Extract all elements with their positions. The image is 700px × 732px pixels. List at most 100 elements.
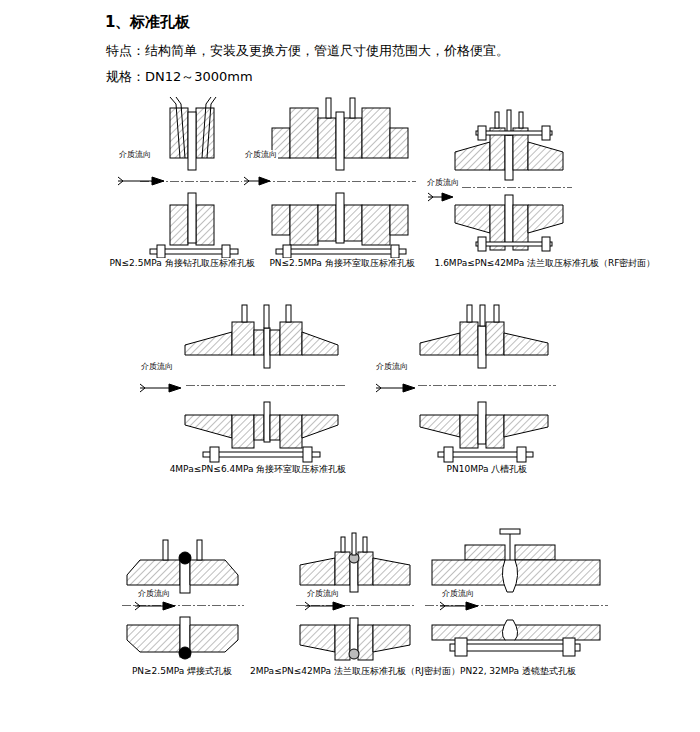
flange-tap-rj-orifice-drawing-part [373,558,410,585]
high-pressure-chamber-orifice-drawing-part [185,415,232,438]
eight-groove-orifice-drawing-part [467,305,472,322]
flange-tap-rj-orifice-drawing-part [335,552,350,585]
flange-tap-rj-orifice-drawing-part [352,533,356,555]
eight-groove-orifice-drawing-part [418,385,556,386]
flow-direction-label: 介质流向 [118,150,152,159]
lens-gasket-orifice-drawing-part [515,545,555,560]
high-pressure-chamber-orifice-drawing-part [232,322,254,355]
eight-groove-orifice-drawing-part [478,402,486,444]
high-pressure-chamber-orifice-drawing-part [232,415,254,448]
high-pressure-chamber-orifice-drawing [140,305,345,462]
lens-gasket-orifice-drawing-part [432,625,505,640]
flow-direction-label: 介质流向 [375,362,409,371]
flange-tap-rj-orifice-drawing-part [349,649,359,659]
flange-tap-rf-orifice-drawing-part [528,142,563,170]
figure-caption: PN≤2.5MPa 角接环室取压标准孔板 [268,258,415,268]
flange-tap-rf-orifice-drawing-part [476,131,552,135]
annular-chamber-orifice-drawing-part [318,118,336,158]
eight-groove-orifice-drawing-part [376,384,381,392]
annular-chamber-orifice-drawing-part [362,205,390,245]
flow-direction-label: 介质流向 [140,362,174,371]
flange-tap-rf-orifice-drawing-part [478,126,486,140]
flange-tap-rj-orifice-drawing-part [350,618,358,653]
flange-tap-rf-orifice-drawing-part [505,195,513,245]
high-pressure-chamber-orifice-drawing-part [169,384,181,392]
annular-chamber-orifice-drawing-part [276,249,406,254]
flange-tap-rj-orifice-drawing-part [358,552,373,585]
high-pressure-chamber-orifice-drawing-part [280,415,302,448]
corner-drilled-orifice-drawing-part [196,205,214,245]
high-pressure-chamber-orifice-drawing-part [242,305,247,322]
eight-groove-orifice-drawing-part [517,447,526,462]
annular-chamber-orifice-drawing-part [272,205,290,235]
annular-chamber-orifice-drawing-part [336,193,344,243]
lens-gasket-orifice-drawing-part [432,560,505,585]
flange-tap-rf-orifice-drawing-part [455,205,490,233]
high-pressure-chamber-orifice-drawing-part [264,402,270,442]
annular-chamber-orifice-drawing-part [259,177,270,185]
welded-orifice-drawing-part [163,602,175,610]
flange-tap-rj-orifice-drawing-part [305,602,310,610]
flange-tap-rj-orifice-drawing-part [373,625,410,652]
lens-gasket-orifice-drawing-part [515,560,600,585]
flow-direction-label: 介质流向 [441,589,475,598]
figure-caption: 1.6MPa≤PN≤42MPa 法兰取压标准孔板（RF密封面） [434,258,657,268]
annular-chamber-orifice-drawing-part [283,245,291,258]
spec-note: 规格：DN12～3000mm [105,70,254,85]
annular-chamber-orifice-drawing-part [244,181,260,182]
annular-chamber-orifice-drawing-part [262,181,416,182]
lens-gasket-orifice-drawing-part [440,602,445,610]
high-pressure-chamber-orifice-drawing-part [303,447,312,462]
eight-groove-orifice-drawing-part [494,305,499,322]
flange-tap-rf-orifice-drawing-part [542,237,550,251]
high-pressure-chamber-orifice-drawing-part [254,415,264,440]
high-pressure-chamber-orifice-drawing-part [264,328,270,368]
flange-tap-rj-orifice-drawing [296,533,416,660]
flange-tap-rf-orifice-drawing-part [476,242,552,246]
flange-tap-rf-orifice-drawing-part [455,142,490,170]
annular-chamber-orifice-drawing [244,98,416,258]
flange-tap-rj-orifice-drawing-part [333,602,345,610]
flow-direction-label: 介质流向 [244,150,278,159]
figure-caption: PN22, 32MPa 透镜垫式孔板 [459,666,577,676]
welded-orifice-drawing-part [135,602,140,610]
figure-caption: PN≥2.5MPa 焊接式孔板 [131,666,233,676]
welded-orifice-drawing-part [197,540,202,560]
flow-direction-label: 介质流向 [306,589,340,598]
welded-orifice-drawing-part [190,625,238,652]
flange-tap-rj-orifice-drawing-part [296,605,416,606]
lens-gasket-orifice-drawing-part [425,605,608,606]
corner-drilled-orifice-drawing-part [170,97,216,158]
flange-tap-rf-orifice-drawing-part [428,197,443,198]
eight-groove-orifice-drawing-part [486,415,504,448]
eight-groove-orifice-drawing-part [420,333,460,355]
welded-orifice-drawing-part [163,540,168,560]
lens-gasket-orifice-drawing-part [450,644,580,651]
welded-orifice-drawing-part [179,552,191,564]
high-pressure-chamber-orifice-drawing-part [270,415,280,440]
high-pressure-chamber-orifice-drawing-part [210,447,219,462]
annular-chamber-orifice-drawing-part [318,205,336,241]
high-pressure-chamber-orifice-drawing-part [302,332,338,355]
corner-drilled-orifice-drawing-part [170,205,188,245]
figure-caption: 2MPa≤PN≤42MPa 法兰取压标准孔板（RJ密封面） [249,666,461,676]
eight-groove-orifice-drawing-part [478,326,486,368]
corner-drilled-orifice-drawing-part [188,193,196,243]
eight-groove-orifice-drawing-part [486,322,504,355]
corner-drilled-orifice-drawing [118,97,242,258]
flange-tap-rj-orifice-drawing-part [363,537,367,552]
welded-orifice-drawing-part [127,560,180,585]
corner-drilled-orifice-drawing-part [118,177,123,185]
page-title: 1、标准孔板 [105,14,190,31]
high-pressure-chamber-orifice-drawing-part [185,332,232,355]
eight-groove-orifice-drawing-part [480,305,485,326]
high-pressure-chamber-orifice-drawing-part [203,452,320,457]
flow-direction-label: 介质流向 [426,178,460,187]
lens-gasket-orifice-drawing-part [465,545,505,560]
annular-chamber-orifice-drawing-part [290,205,318,245]
lens-gasket-orifice-drawing-part [563,638,575,656]
flange-tap-rj-orifice-drawing-part [358,625,373,660]
high-pressure-chamber-orifice-drawing-part [264,305,269,328]
high-pressure-chamber-orifice-drawing-part [280,322,302,355]
eight-groove-orifice-drawing-part [504,333,548,355]
